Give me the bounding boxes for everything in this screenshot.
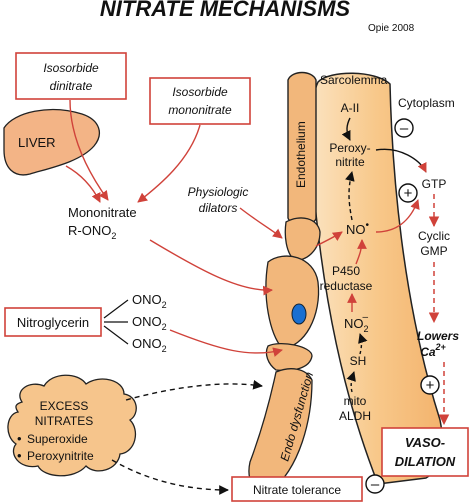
svg-text:–: – (400, 120, 409, 137)
arrow-physiologic-dilators (239, 207, 283, 239)
mito-label: mito (344, 394, 367, 408)
nitrate-tolerance-label: Nitrate tolerance (253, 483, 341, 497)
isosorbide-dinitrate-line2: dinitrate (50, 79, 93, 93)
aldh-label: ALDH (339, 409, 371, 423)
arrow-dinitrate-to-mononitrate (69, 99, 109, 201)
ono2-branch-lines (103, 299, 129, 345)
excess-nitrates-cloud (7, 374, 137, 477)
physiologic-dilators-line1: Physiologic (188, 185, 249, 199)
angiotensin-ii-label: A-II (341, 101, 360, 115)
liver-shape (3, 108, 100, 176)
endothelial-cell-3 (265, 342, 313, 372)
isosorbide-dinitrate-box: Isosorbide dinitrate (15, 52, 127, 100)
diagram-title: NITRATE MECHANISMS (100, 0, 350, 21)
arrow-isosorbide-mononitrate-to-mononitrate (137, 124, 201, 203)
cyclic-label: Cyclic (418, 229, 450, 243)
vasodilation-box: VASO- DILATION (381, 427, 469, 477)
vasodilation-line2: DILATION (395, 454, 456, 469)
arrow-peroxynitrite-to-cytoplasm (375, 148, 427, 173)
ono2-label-3: ONO2 (132, 336, 167, 354)
nitrate-tolerance-box: Nitrate tolerance (231, 476, 363, 502)
reductase-label: reductase (320, 279, 373, 293)
nitrite-ion-label: NO2– (344, 312, 369, 334)
arrow-no-to-peroxynitrite (345, 171, 355, 221)
svg-text:+: + (404, 185, 413, 202)
isosorbide-mononitrate-box: Isosorbide mononitrate (149, 77, 251, 125)
peroxynitrite-line1: Peroxy- (329, 141, 370, 155)
minus-sign-tolerance: – (365, 474, 385, 494)
arrow-sh-to-nitrite (358, 333, 368, 355)
endothelial-cell-2 (265, 255, 320, 349)
arrow-aldh-to-sh (346, 371, 356, 393)
arrow-excess-to-tolerance (111, 459, 229, 495)
nitroglycerin-label: Nitroglycerin (17, 315, 89, 330)
lowers-label: Lowers (417, 329, 459, 343)
arrow-liver-to-mononitrate (65, 165, 101, 203)
superoxide-label: Superoxide (27, 432, 88, 446)
liver-label: LIVER (18, 135, 56, 150)
nitroglycerin-box: Nitroglycerin (4, 307, 102, 337)
svg-text:+: + (426, 377, 435, 394)
peroxynitrite-line2: nitrite (335, 155, 365, 169)
credit-label: Opie 2008 (368, 23, 415, 34)
endothelial-cell-1 (284, 217, 321, 261)
arrow-p450-to-no (355, 239, 367, 265)
nucleus (291, 303, 307, 325)
r-ono2-label: R-ONO2 (68, 223, 116, 241)
vasodilation-line1: VASO- (405, 435, 445, 450)
plus-sign-vasodilation: + (420, 375, 440, 395)
sarcolemma-label: Sarcolemma (320, 73, 388, 87)
isosorbide-mononitrate-line2: mononitrate (168, 103, 232, 117)
endothelium-label: Endothelium (294, 121, 308, 188)
arrow-no-to-gtp (375, 199, 420, 233)
nitric-oxide-label: NO• (346, 220, 370, 237)
physiologic-dilators-line2: dilators (199, 201, 238, 215)
p450-label: P450 (332, 264, 360, 278)
isosorbide-mononitrate-line1: Isosorbide (172, 85, 228, 99)
sulfhydryl-label: SH (350, 354, 367, 368)
arrow-a2-to-peroxynitrite (341, 117, 351, 141)
minus-sign-cytoplasm: – (394, 118, 414, 138)
ono2-label-1: ONO2 (132, 292, 167, 310)
ono2-label-2: ONO2 (132, 314, 167, 332)
plus-sign-gtp: + (398, 183, 418, 203)
mononitrate-label: Mononitrate (68, 205, 137, 220)
gmp-label: GMP (420, 244, 447, 258)
arrow-excess-to-endothelium (125, 379, 263, 401)
peroxynitrite-label: Peroxynitrite (27, 449, 94, 463)
superoxide-bullet: • (17, 431, 22, 446)
arrow-nitroglycerin-to-cell (169, 329, 283, 357)
arrow-endothelium-to-no (315, 231, 343, 247)
calcium-label: Ca2+ (420, 342, 446, 359)
gtp-label: GTP (422, 177, 447, 191)
svg-text:–: – (371, 476, 380, 493)
nitrates-label: NITRATES (35, 414, 93, 428)
isosorbide-dinitrate-line1: Isosorbide (43, 61, 99, 75)
peroxynitrite-bullet: • (17, 448, 22, 463)
excess-label: EXCESS (40, 399, 89, 413)
cytoplasm-label: Cytoplasm (398, 96, 455, 110)
arrow-mononitrate-to-cell (149, 239, 273, 296)
